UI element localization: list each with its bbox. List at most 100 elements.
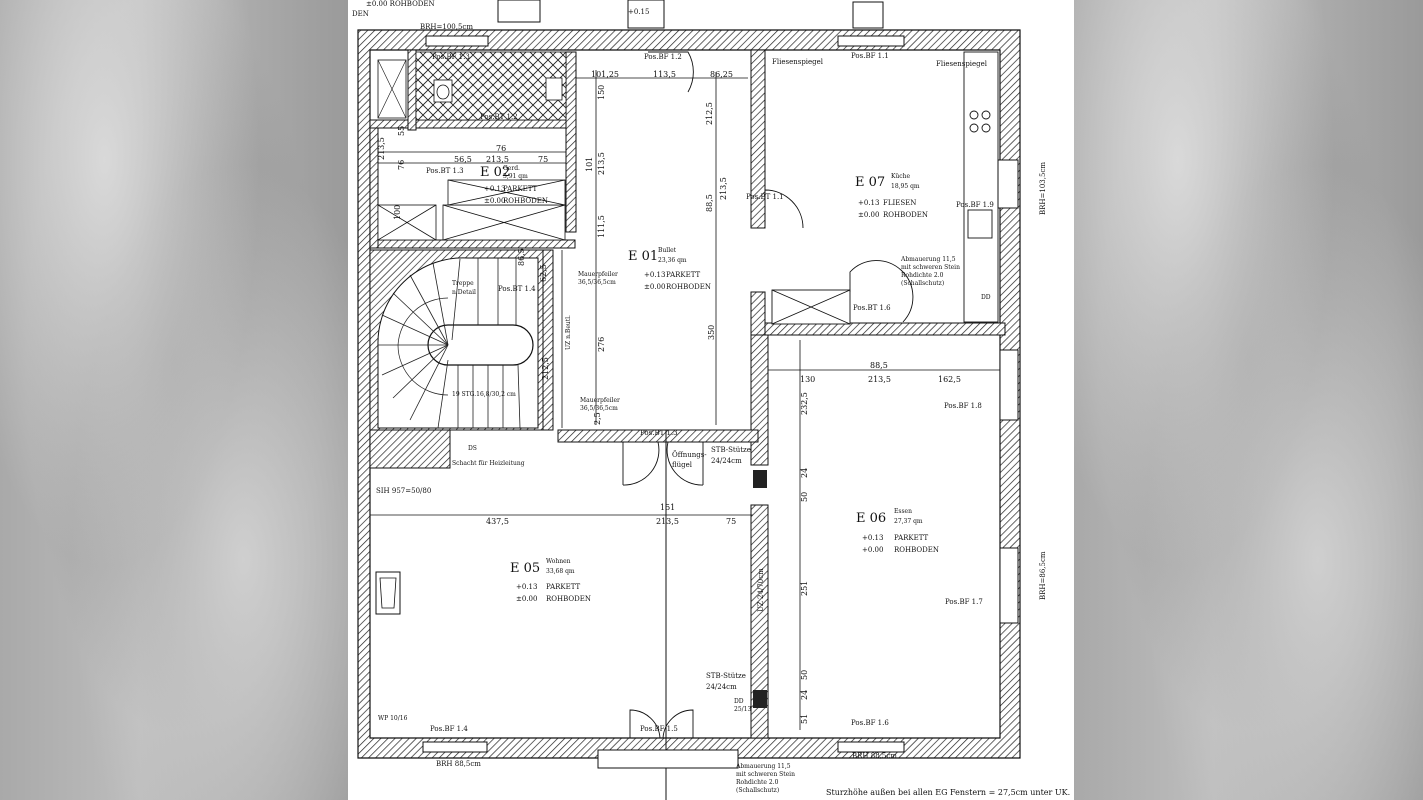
dimension: 212,5 xyxy=(541,357,550,380)
room-id: E 06 xyxy=(856,511,886,526)
position-labels: Pos.BF 1.2 Pos.BF 1.1 Pos.BF 1.3 Pos.BT … xyxy=(426,52,994,733)
label: SIH 957=50/80 xyxy=(376,487,431,495)
dimension: 75 xyxy=(726,517,736,526)
pos-label: Pos.BF 1.9 xyxy=(956,201,994,209)
stb-column xyxy=(753,470,767,488)
room-floor: PARKETT xyxy=(894,534,929,542)
pos-label: Pos.BF 1.3 xyxy=(432,53,470,61)
room-e05: E 05 Wohnen 33,68 qm +0.13 PARKETT ±0.00… xyxy=(510,558,591,603)
room-e01: E 01 Bullet 23,36 qm +0.13 PARKETT ±0.00… xyxy=(628,247,711,291)
blurred-background-left xyxy=(0,0,348,800)
dimension: 86,25 xyxy=(710,70,733,79)
dimension: 100 xyxy=(393,205,402,220)
windows xyxy=(422,0,1019,769)
pos-label: Pos.BF 1.5 xyxy=(640,725,678,733)
room-e02: E 02 Gerd. 3,91 qm +0.13 PARKETT ±0.00 R… xyxy=(480,165,548,205)
room-level: +0.13 xyxy=(516,583,537,591)
label: UZ 24/70cm xyxy=(757,568,765,612)
label: Fliesenspiegel xyxy=(936,60,988,68)
dimension: 213,5 xyxy=(597,152,606,175)
dimension: 437,5 xyxy=(486,517,509,526)
room-id: E 07 xyxy=(855,175,885,190)
dimension: 150 xyxy=(597,85,606,100)
label: BRH 88,5cm xyxy=(852,752,897,760)
room-id: E 01 xyxy=(628,249,658,264)
dimension: 251 xyxy=(800,581,809,596)
room-area: 3,91 qm xyxy=(503,173,528,180)
room-floor: PARKETT xyxy=(503,185,538,193)
label: 25/13 xyxy=(734,706,751,713)
dimension: 50 xyxy=(800,670,809,680)
annotations: DEN ±0.00 ROHBODEN +0.15 BRH=100,5cm Fli… xyxy=(352,0,1070,797)
label: Abmauerung 11,5 xyxy=(735,763,791,770)
dimension: 130 xyxy=(800,375,815,384)
label: +0.15 xyxy=(628,8,649,16)
label: Öffnungs- xyxy=(672,450,707,459)
dimension: 213,5 xyxy=(656,517,679,526)
pos-label: Pos.BF 1.1 xyxy=(851,52,889,60)
room-floor: FLIESEN xyxy=(883,199,916,207)
room-area: 23,36 qm xyxy=(658,257,687,264)
room-area: 33,68 qm xyxy=(546,568,575,575)
room-name: Wohnen xyxy=(546,558,571,565)
staircase xyxy=(369,249,544,431)
label: UZ n.Beutl. xyxy=(565,315,572,350)
pos-label: Pos.BF 1.8 xyxy=(944,402,982,410)
dimension: 151 xyxy=(660,503,675,512)
dimension: 76 xyxy=(496,144,506,153)
label: Mauerpfeiler xyxy=(580,397,620,404)
room-floor: PARKETT xyxy=(666,271,701,279)
dimension: 350 xyxy=(707,325,716,340)
label: ±0.00 ROHBODEN xyxy=(366,0,435,8)
room-name: Küche xyxy=(891,173,910,180)
room-area: 27,37 qm xyxy=(894,518,923,525)
label: BRH=103,5cm xyxy=(1039,162,1047,215)
pos-label: Pos.BT 1.1 xyxy=(746,193,784,201)
room-floor: ROHBODEN xyxy=(546,595,591,603)
dimension: 213,5 xyxy=(719,177,728,200)
kitchen-counter xyxy=(771,51,999,325)
dimension: 24 xyxy=(800,468,809,478)
dimension: 86,5 xyxy=(517,248,526,266)
room-floor: ROHBODEN xyxy=(894,546,939,554)
dimension: 50 xyxy=(800,492,809,502)
label: Abmauerung 11,5 xyxy=(900,256,956,263)
dimension: 76 xyxy=(397,160,406,170)
label: (Schallschutz) xyxy=(736,787,779,794)
pos-label: Pos.BT 1.2 xyxy=(480,113,518,121)
label: DS xyxy=(468,445,477,452)
dimension: 213,5 xyxy=(377,137,386,160)
label: 24/24cm xyxy=(706,683,737,691)
label: (Schallschutz) xyxy=(901,280,944,287)
room-name: Gerd. xyxy=(503,165,520,172)
dimension-lines xyxy=(370,70,1000,730)
room-area: 18,95 qm xyxy=(891,183,920,190)
pos-label: Pos.BT 1.4 xyxy=(498,285,536,293)
room-level: +0.00 xyxy=(862,546,883,554)
bathroom-tiles xyxy=(377,51,567,121)
stb-column-2 xyxy=(753,690,767,708)
label: Mauerpfeiler xyxy=(578,271,618,278)
label: Schacht für Heizleitung xyxy=(452,460,525,467)
dimension: 276 xyxy=(597,337,606,352)
dimension: 213,5 xyxy=(868,375,891,384)
label: 36,5/36,5cm xyxy=(578,279,616,286)
label: 36,5/36,5cm xyxy=(580,405,618,412)
label: DEN xyxy=(352,10,369,18)
room-floor: ROHBODEN xyxy=(666,283,711,291)
dimension: 111,5 xyxy=(597,215,606,238)
label: DD xyxy=(981,294,991,301)
dimension: 88,5 xyxy=(870,361,888,370)
label: mit schweren Stein xyxy=(736,771,795,778)
room-level: +0.13 xyxy=(484,185,505,193)
label: n.Detail xyxy=(452,289,476,296)
pos-label: Pos.BT 1.3 xyxy=(426,167,464,175)
room-level: ±0.00 xyxy=(644,283,665,291)
pos-label: Pos.BF 1.6 xyxy=(851,719,889,727)
label: BRH=86,5cm xyxy=(1039,551,1047,600)
room-e06: E 06 Essen 27,37 qm +0.13 PARKETT +0.00 … xyxy=(856,508,939,554)
dimension: 162,5 xyxy=(938,375,961,384)
exterior-walls xyxy=(357,29,1021,759)
room-level: ±0.00 xyxy=(484,197,505,205)
room-floor: ROHBODEN xyxy=(503,197,548,205)
